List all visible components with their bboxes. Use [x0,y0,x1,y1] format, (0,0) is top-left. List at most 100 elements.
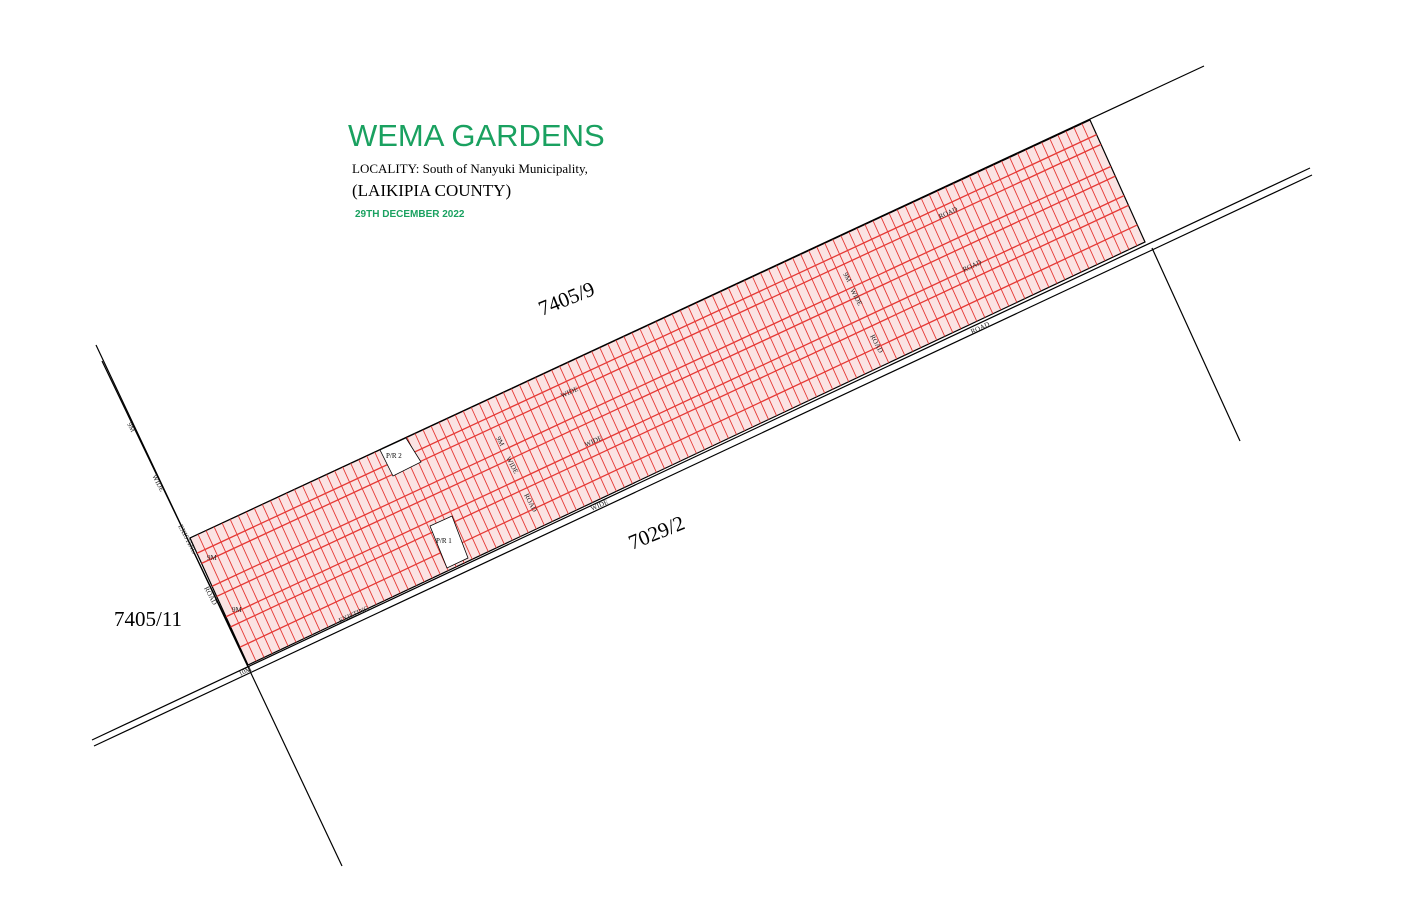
road-label-9m: 9M [841,271,853,284]
plot-divider-line [912,201,970,326]
plot-divider-line [253,507,313,635]
plot-divider-line [647,325,705,450]
public-reserve-1-label: P/R 1 [436,537,452,545]
plot-divider-line [318,478,377,605]
plot-divider-line [784,261,842,386]
plot-divider-line [494,395,553,522]
plot-divider-line [294,489,353,617]
subdivision-area [189,119,1146,666]
plot-divider-line [438,422,497,549]
plot-divider-line [519,384,577,511]
plot-divider-line [422,429,481,556]
plot-divider-line [719,291,777,416]
plot-divider-line [936,190,994,314]
plot-divider-line [454,414,513,541]
plot-divider-line [752,276,810,401]
plot-divider-line [671,313,729,439]
plot-divider-line [261,504,321,632]
plot-divider-line [969,175,1026,299]
road-label-9m: 9M [125,421,137,434]
county-text: (LAIKIPIA COUNTY) [352,181,512,200]
plot-divider-line [888,213,946,337]
plot-divider-line [695,302,753,428]
plot-divider-line [639,328,697,454]
plot-divider-line [1033,145,1090,269]
plot-divider-line [286,493,345,620]
plot-divider-line [1081,123,1138,246]
plot-divider-line [334,470,393,598]
plot-divider-line [478,403,537,530]
plot-divider-line [944,186,1002,311]
plot-divider-line [470,407,529,533]
plot-divider-line [1065,131,1122,254]
plan-title: WEMA GARDENS [348,118,605,153]
plot-divider-line [350,463,409,590]
plot-divider-line [832,239,890,364]
plot-divider-line [792,257,850,382]
plot-divider-line [808,250,866,375]
date-text: 29TH DECEMBER 2022 [355,209,465,220]
plot-divider-line [993,164,1050,288]
plot-divider-line [615,340,673,466]
plot-divider-line [864,224,922,348]
plot-divider-line [904,205,962,330]
plot-divider-line [229,519,289,647]
public-reserve-2-label: P/R 2 [386,452,402,460]
plot-divider-line [535,377,593,503]
plot-divider-line [302,485,361,613]
plot-divider-line [711,295,769,420]
plot-divider-line [736,284,794,409]
plot-divider-line [768,269,826,394]
plot-divider-line [840,235,898,360]
plot-divider-line [1025,149,1082,273]
plot-divider-line [687,306,745,432]
plot-divider-line [816,246,874,371]
subdivision-fill [189,119,1146,666]
plot-divider-line [1041,142,1098,265]
plot-divider-line [1017,153,1074,277]
road-label-wide: WIDE [150,473,166,493]
road-label-9m: 9M [207,554,218,562]
parcel-label-west: 7405/11 [114,607,182,631]
plot-divider-line [1001,160,1058,284]
plot-divider-line [591,351,649,477]
plot-divider-line [607,343,665,469]
plot-divider-line [245,511,305,639]
road-label-10m: 10M [238,665,254,678]
plot-divider-line [952,183,1010,307]
plot-divider-line [559,366,617,492]
parcel-label-north: 7405/9 [535,277,598,321]
plot-divider-line [221,522,281,651]
plot-divider-line [430,425,489,552]
plot-divider-line [961,179,1018,303]
plot-divider-line [527,381,585,507]
plot-divider-line [655,321,713,447]
plot-divider-line [567,362,625,488]
parcel-label-south: 7029/2 [625,511,688,555]
plot-divider-line [446,418,505,545]
plot-divider-line [1049,138,1106,262]
plot-divider-line [1057,134,1114,258]
plot-divider-line [896,209,954,333]
plot-divider-line [358,459,417,586]
plot-divider-line [679,310,737,435]
public-reserve-1-plot [429,515,469,569]
plot-divider-line [486,399,545,526]
plot-divider-line [623,336,681,462]
plot-divider-line [374,451,433,579]
plot-divider-line [277,496,337,624]
plot-divider-line [366,455,425,583]
plot-divider-line [575,358,633,484]
plot-divider-line [342,466,401,594]
plot-divider-line [205,530,265,658]
plot-divider-line [551,369,609,496]
plot-divider-line [237,515,297,643]
boundary-lines [91,65,1313,867]
plot-divider-line [414,433,473,560]
plot-divider-line [703,298,761,424]
plot-divider-line [599,347,657,473]
plot-divider-line [856,228,914,352]
locality-text: LOCALITY: South of Nanyuki Municipality, [352,161,588,176]
plot-divider-line [631,332,689,458]
plot-divider-line [213,526,273,654]
